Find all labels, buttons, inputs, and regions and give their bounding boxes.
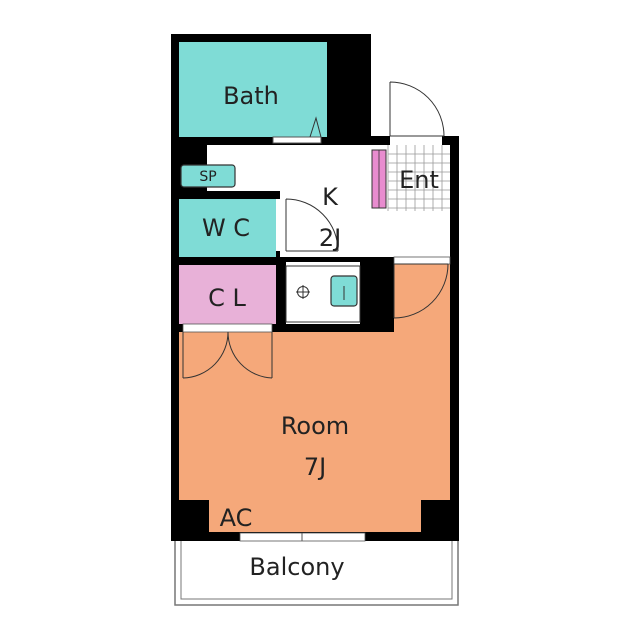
room-label: Room [281, 412, 349, 440]
kitchen-size-label: 2J [319, 224, 341, 252]
entrance-label: Ent [399, 166, 439, 194]
entrance-door-gap [390, 134, 442, 145]
closet-door-swing [182, 331, 273, 379]
bath-door-swing [309, 116, 322, 138]
bath-door [272, 136, 322, 144]
room-size-label: 7J [304, 453, 326, 481]
kitchen-partition [370, 262, 386, 328]
sp-unit [180, 164, 236, 188]
closet-room [179, 265, 276, 324]
bath-label: Bath [223, 82, 279, 110]
wc-door-swing [285, 198, 339, 252]
wc-door-gap [276, 199, 286, 251]
main-room [179, 332, 450, 532]
ac-label: AC [220, 504, 253, 532]
room-door-gap [393, 256, 451, 265]
wc-label: W C [202, 214, 250, 242]
entrance-tile-grid [387, 145, 450, 211]
entrance-floor-edge [370, 211, 450, 257]
sp-label: SP [199, 169, 216, 185]
balcony-label: Balcony [249, 553, 344, 581]
closet-door-track [182, 323, 273, 333]
pillar-bottom-left [171, 500, 209, 541]
wc-room [179, 199, 276, 257]
closet-label: C L [208, 284, 246, 312]
entrance-door-swing [389, 81, 445, 137]
kitchen-label: K [322, 183, 339, 211]
pillar-bottom-right [421, 500, 459, 541]
bath-room [179, 42, 327, 137]
stove-icon [296, 285, 310, 299]
main-room-upper [394, 264, 450, 332]
room-door-swing [393, 263, 449, 319]
